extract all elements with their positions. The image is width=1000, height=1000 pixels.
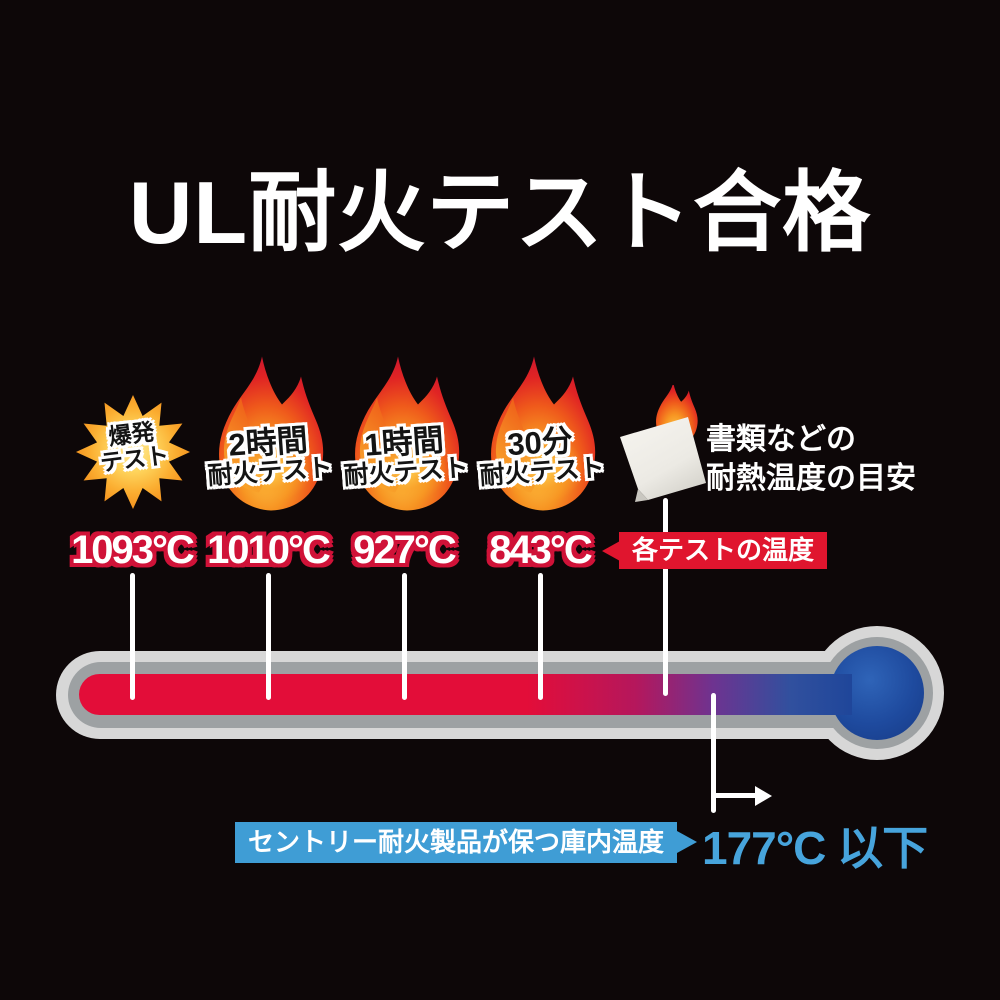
document-note: 書類などの 耐熱温度の目安: [706, 423, 916, 495]
thirty-min-test-group: 30分 耐火テスト: [476, 345, 606, 520]
down-arrow-line: [710, 693, 716, 813]
test-temperature: 927°C: [353, 528, 457, 572]
flame-icon: [355, 356, 460, 511]
red-callout-arrow-icon: [602, 541, 620, 561]
one-hour-test-group: 1時間 耐火テスト: [340, 345, 470, 520]
test-label: 2時間 耐火テスト: [206, 421, 334, 491]
drop-line: [265, 573, 271, 700]
drop-line: [662, 498, 668, 696]
drop-line: [129, 573, 135, 700]
test-temperature-callout: 各テストの温度: [619, 532, 828, 569]
test-label: 1時間 耐火テスト: [342, 421, 470, 491]
thermometer-liquid-gradient: [79, 674, 852, 715]
two-hour-test-group: 2時間 耐火テスト: [204, 345, 334, 520]
right-arrow-line: [712, 793, 758, 798]
burst-icon: [75, 394, 191, 510]
interior-temperature-callout: セントリー耐火製品が保つ庫内温度: [235, 822, 678, 863]
drop-line: [537, 573, 543, 700]
page-title: UL耐火テスト合格: [128, 163, 872, 262]
flame-icon: [219, 356, 324, 511]
test-temperature: 843°C: [489, 528, 593, 572]
drop-line: [401, 573, 407, 700]
explosion-test-group: 爆発 テスト: [71, 390, 195, 514]
burning-paper-icon: [610, 385, 725, 510]
test-temperature: 1093°C: [71, 528, 195, 572]
test-label: 30分 耐火テスト: [478, 422, 606, 491]
flame-icon: [491, 356, 596, 511]
blue-callout-arrow-icon: [677, 831, 697, 853]
right-arrow-icon: [755, 786, 772, 806]
test-temperature: 1010°C: [207, 528, 331, 572]
interior-temperature-value: 177°C 以下: [702, 822, 928, 874]
